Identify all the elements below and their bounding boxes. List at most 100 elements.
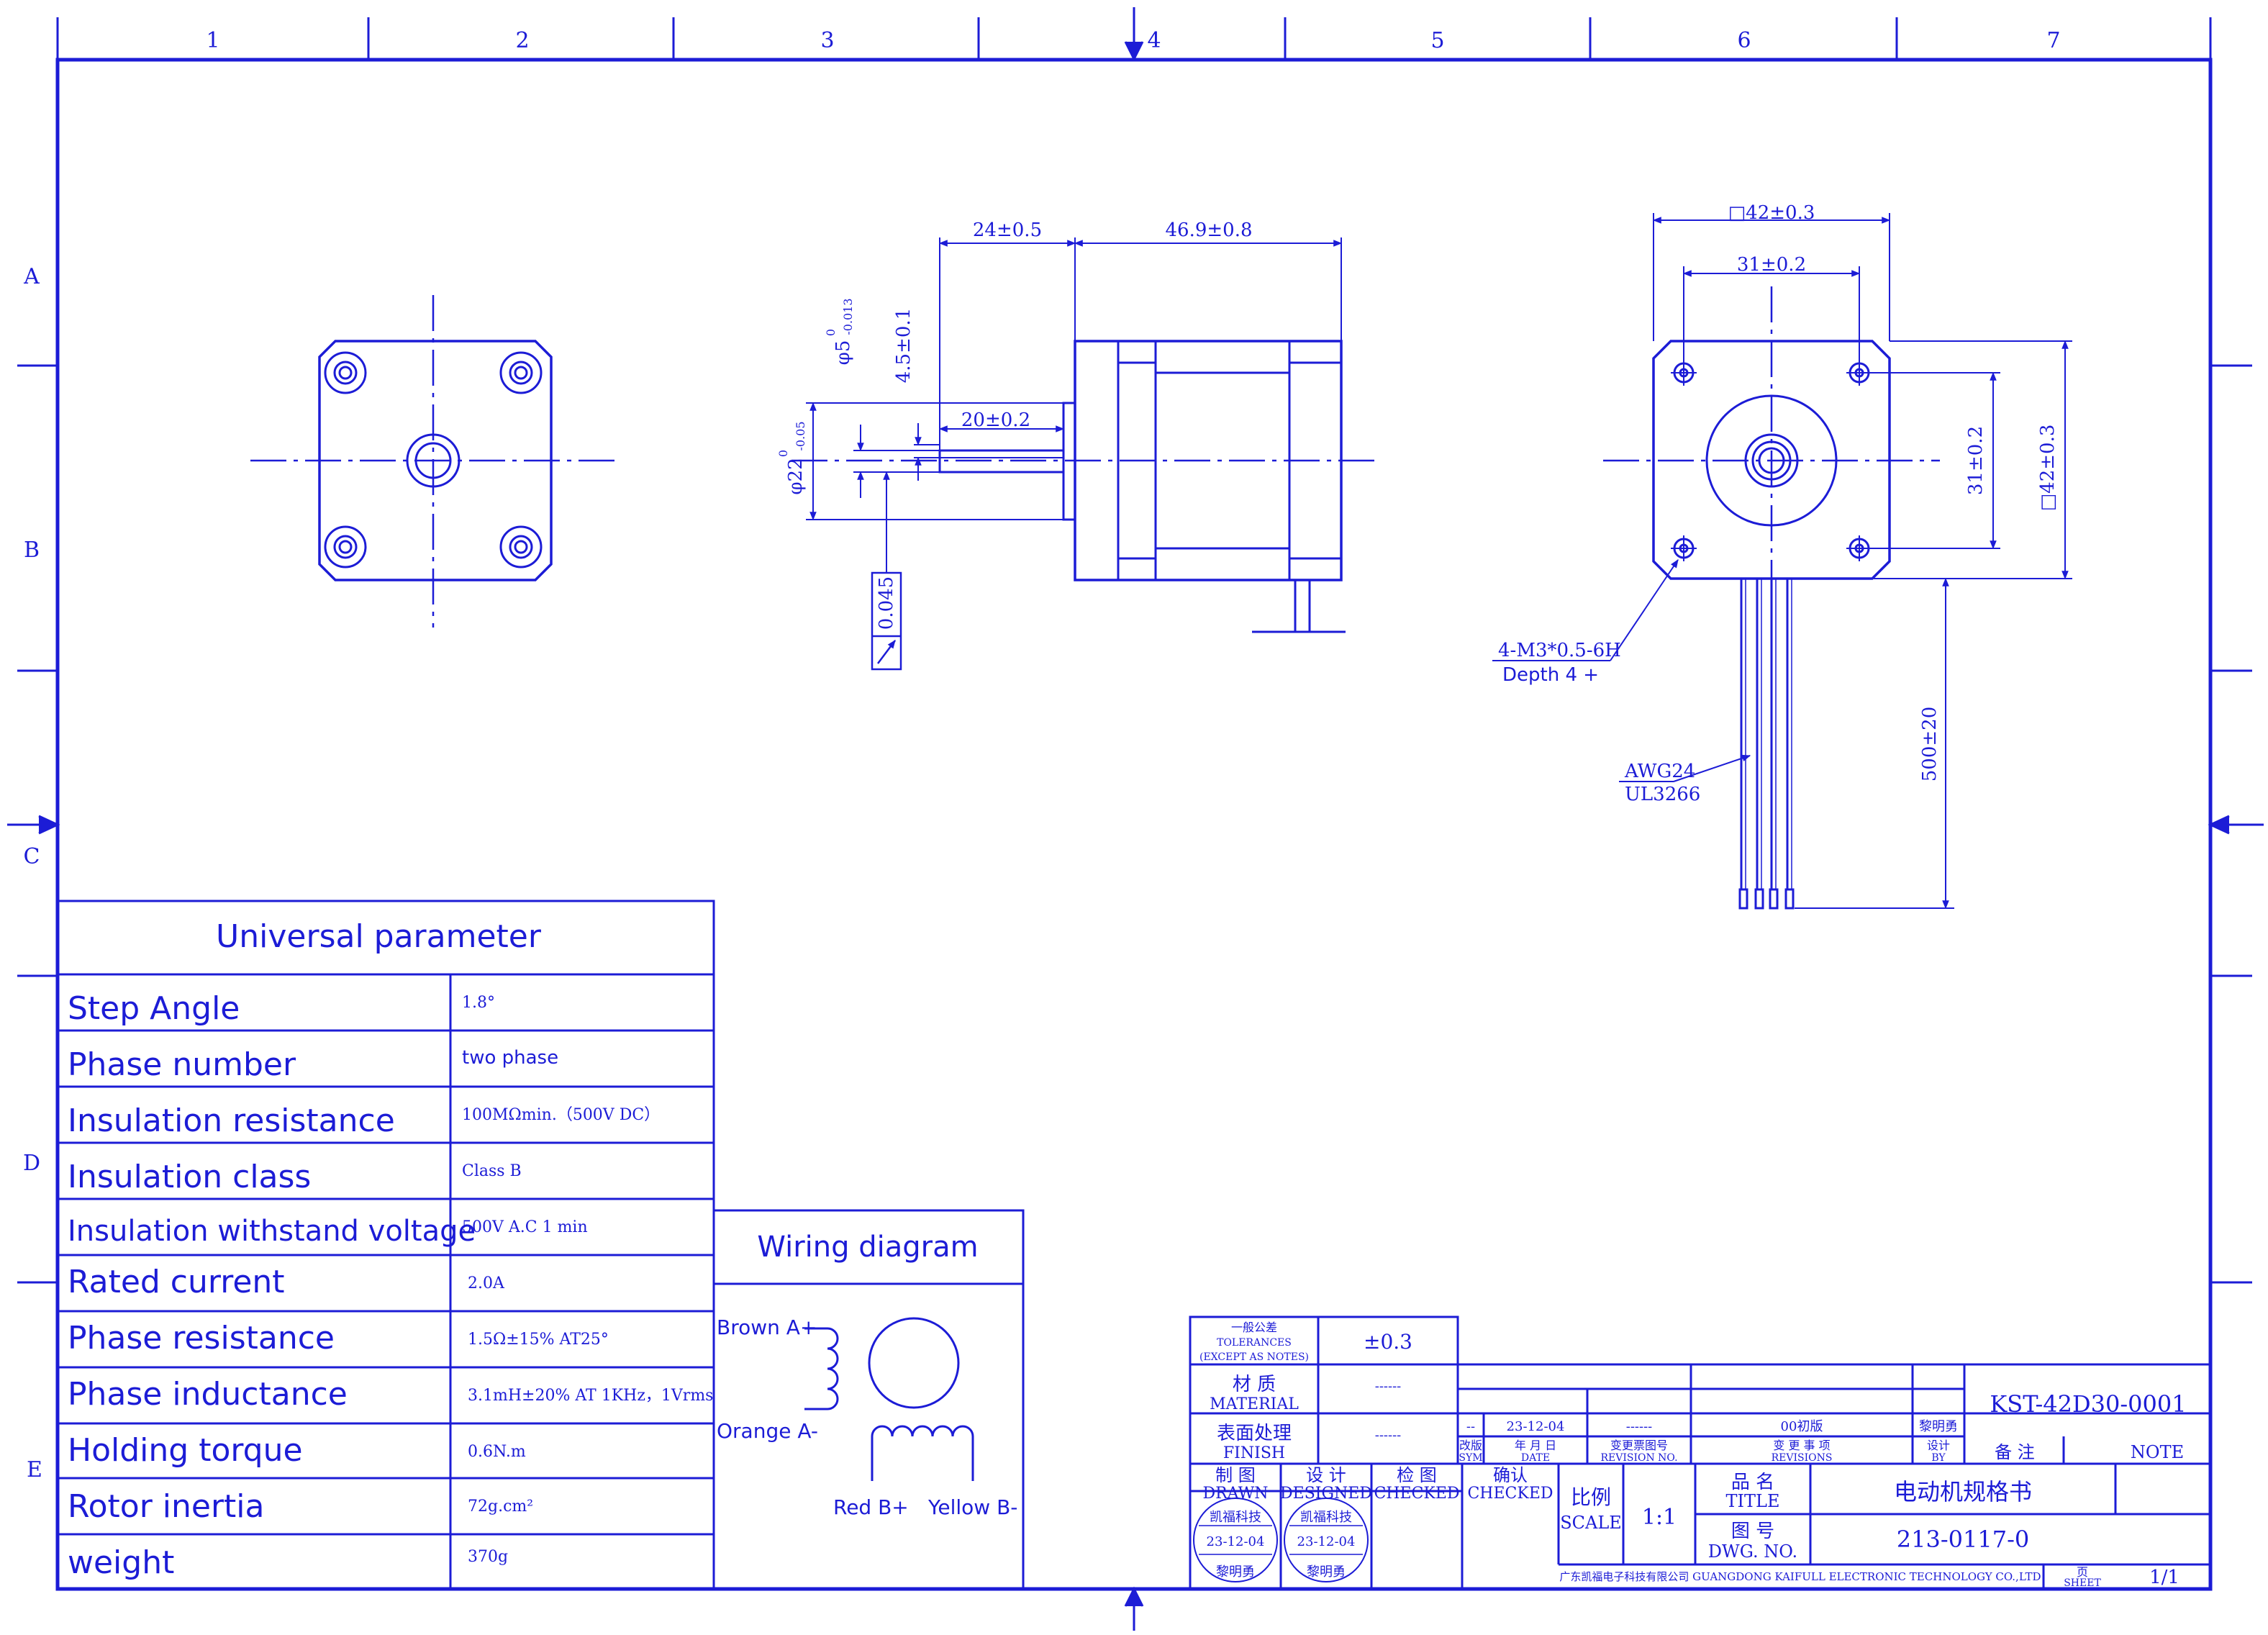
dim-42-vertical: □42±0.3 [2037,425,2059,512]
param-value-withstand-voltage: 500V A.C 1 min [462,1218,588,1236]
zone-col-5: 5 [1430,28,1444,53]
param-label-withstand-voltage: Insulation withstand voltage [68,1215,476,1248]
param-label-phase-number: Phase number [68,1046,296,1083]
header-date-cn: 年 月 日 [1515,1439,1556,1452]
dim-46-9: 46.9±0.8 [1165,219,1252,241]
param-value-rotor-inertia: 72g.cm² [468,1498,533,1516]
stamp-designed-person: 黎明勇 [1307,1564,1346,1580]
wire-gauge: AWG24 [1624,761,1695,782]
thread-note: 4-M3*0.5-6H [1498,640,1621,661]
param-label-phase-inductance: Phase inductance [68,1376,348,1413]
param-label-holding-torque: Holding torque [68,1432,303,1469]
wire-brown-label: Brown A+ [717,1315,817,1339]
wiring-diagram-box [712,1209,1025,1590]
dim-4-5: 4.5±0.1 [893,308,915,383]
param-label-step-angle: Step Angle [68,990,240,1027]
param-label-insulation-class: Insulation class [68,1159,311,1195]
param-label-rotor-inertia: Rotor inertia [68,1488,264,1525]
wire-orange-label: Orange A- [717,1419,818,1443]
dwg-label-en: DWG. NO. [1708,1541,1797,1562]
param-value-phase-number: two phase [462,1047,558,1069]
dwg-value: 213-0117-0 [1897,1526,2030,1553]
stamp-drawn-person: 黎明勇 [1216,1564,1255,1580]
sheet-value: 1/1 [2149,1567,2179,1588]
header-note-cn: 备 注 [1995,1442,2035,1462]
param-value-phase-inductance: 3.1mH±20% AT 1KHz，1Vrms [468,1387,713,1405]
param-value-holding-torque: 0.6N.m [468,1443,526,1461]
dwg-label-cn: 图 号 [1731,1521,1774,1542]
param-value-rated-current: 2.0A [468,1274,505,1292]
header-revno-en: REVISION NO. [1600,1452,1677,1464]
dim-boss-tol-lower: -0.05 [794,421,807,450]
param-label-phase-resistance: Phase resistance [68,1320,335,1357]
sheet-label-cn: 页 [2077,1565,2088,1579]
stamp-drawn-date: 23-12-04 [1207,1534,1265,1549]
header-by-en: BY [1931,1452,1946,1464]
stamp-designed-company: 凯福科技 [1300,1510,1352,1525]
checked-label-en: CHECKED [1374,1485,1459,1503]
tolerance-label-en2: (EXCEPT AS NOTES) [1199,1351,1309,1363]
dim-31-vertical: 31±0.2 [1965,426,1987,495]
header-revno-cn: 变更票图号 [1610,1439,1668,1452]
zone-col-3: 3 [820,28,834,53]
designed-label-en: DESIGNED [1280,1485,1372,1503]
finish-label-cn: 表面处理 [1217,1423,1292,1444]
zone-col-6: 6 [1737,28,1751,53]
scale-label-en: SCALE [1560,1513,1622,1533]
scale-value: 1:1 [1642,1505,1677,1530]
side-view [791,237,1376,671]
header-sym-en: SYM [1459,1452,1482,1464]
scale-label-cn: 比例 [1571,1485,1611,1509]
param-table-title: Universal parameter [216,918,542,955]
dim-shaft-tol-upper: 0 [824,329,838,336]
revision-no: ------ [1626,1419,1653,1434]
param-table-grid [56,900,715,1590]
zone-row-a: A [23,264,40,289]
revision-by: 黎明勇 [1919,1419,1958,1434]
dim-boss-dia: φ22 [785,458,807,494]
dim-20: 20±0.2 [961,409,1030,431]
header-revisions-en: REVISIONS [1772,1452,1833,1464]
wiring-title: Wiring diagram [757,1231,978,1264]
param-value-insulation-class: Class B [462,1162,522,1180]
tolerance-value: ±0.3 [1364,1330,1412,1354]
material-value: ------ [1375,1379,1402,1394]
zone-row-b: B [24,538,40,563]
revision-date: 23-12-04 [1507,1419,1565,1434]
zone-row-c: C [24,844,40,869]
dim-42-horizontal: □42±0.3 [1728,202,1815,224]
checked-label-cn: 检 图 [1397,1465,1437,1485]
rear-view [250,295,620,628]
zone-col-4: 4 [1147,28,1161,53]
finish-value: ------ [1375,1428,1402,1443]
drawn-label-en: DRAWN [1202,1485,1268,1503]
tolerance-label-en: TOLERANCES [1217,1337,1292,1349]
runout-value: 0.045 [876,576,897,630]
company-name: 广东凯福电子科技有限公司 GUANGDONG KAIFULL ELECTRONI… [1559,1570,2041,1583]
revision-desc: 00初版 [1781,1419,1823,1434]
title-block-grid [1189,1315,2212,1589]
param-value-insulation-resistance: 100MΩmin.（500V DC） [462,1106,660,1124]
dim-boss-tol-upper: 0 [776,450,790,457]
front-view [1492,213,2072,910]
stamp-drawn-company: 凯福科技 [1210,1510,1261,1525]
title-label-en: TITLE [1726,1491,1780,1511]
zone-row-d: D [23,1151,40,1176]
param-label-insulation-resistance: Insulation resistance [68,1102,395,1139]
header-by-cn: 设计 [1927,1439,1950,1452]
part-number: KST-42D30-0001 [1990,1390,2186,1418]
drawn-label-cn: 制 图 [1215,1465,1256,1485]
param-value-weight: 370g [468,1548,508,1566]
param-value-phase-resistance: 1.5Ω±15% AT25° [468,1331,609,1349]
revision-sym: -- [1466,1419,1475,1434]
material-label-cn: 材 质 [1233,1374,1276,1395]
header-note-en: NOTE [2131,1442,2184,1462]
zone-col-1: 1 [206,28,219,53]
dim-31-horizontal: 31±0.2 [1737,254,1806,276]
stamp-designed-date: 23-12-04 [1297,1534,1356,1549]
param-label-rated-current: Rated current [68,1264,285,1300]
zone-row-e: E [27,1457,42,1482]
zone-col-7: 7 [2046,28,2060,53]
tolerance-label-cn: 一般公差 [1231,1321,1277,1334]
